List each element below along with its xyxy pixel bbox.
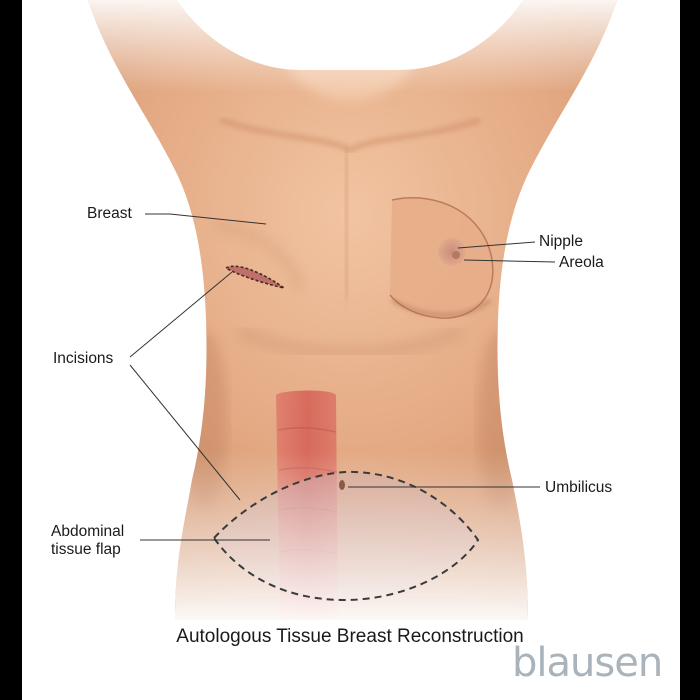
label-breast: Breast xyxy=(87,205,132,222)
leader-incision-chest xyxy=(129,271,233,358)
label-umbilicus: Umbilicus xyxy=(545,479,613,496)
label-abdominal-flap-line2: tissue flap xyxy=(51,541,121,558)
label-areola: Areola xyxy=(559,254,604,271)
leader-nipple xyxy=(457,241,536,249)
label-abdominal-flap-line1: Abdominal xyxy=(51,523,125,540)
umbilicus-shape xyxy=(339,480,345,490)
torso-body xyxy=(85,0,620,620)
leader-incision-abdomen xyxy=(129,364,241,501)
brand-logo: blausen xyxy=(512,640,663,686)
leader-areola xyxy=(463,259,556,263)
incision-chest xyxy=(224,265,285,289)
abdominal-flap-outline xyxy=(212,470,480,602)
figure-caption: Autologous Tissue Breast Reconstruction xyxy=(176,626,524,647)
label-incisions: Incisions xyxy=(53,350,114,367)
label-nipple: Nipple xyxy=(539,233,583,250)
leader-breast xyxy=(145,213,267,225)
